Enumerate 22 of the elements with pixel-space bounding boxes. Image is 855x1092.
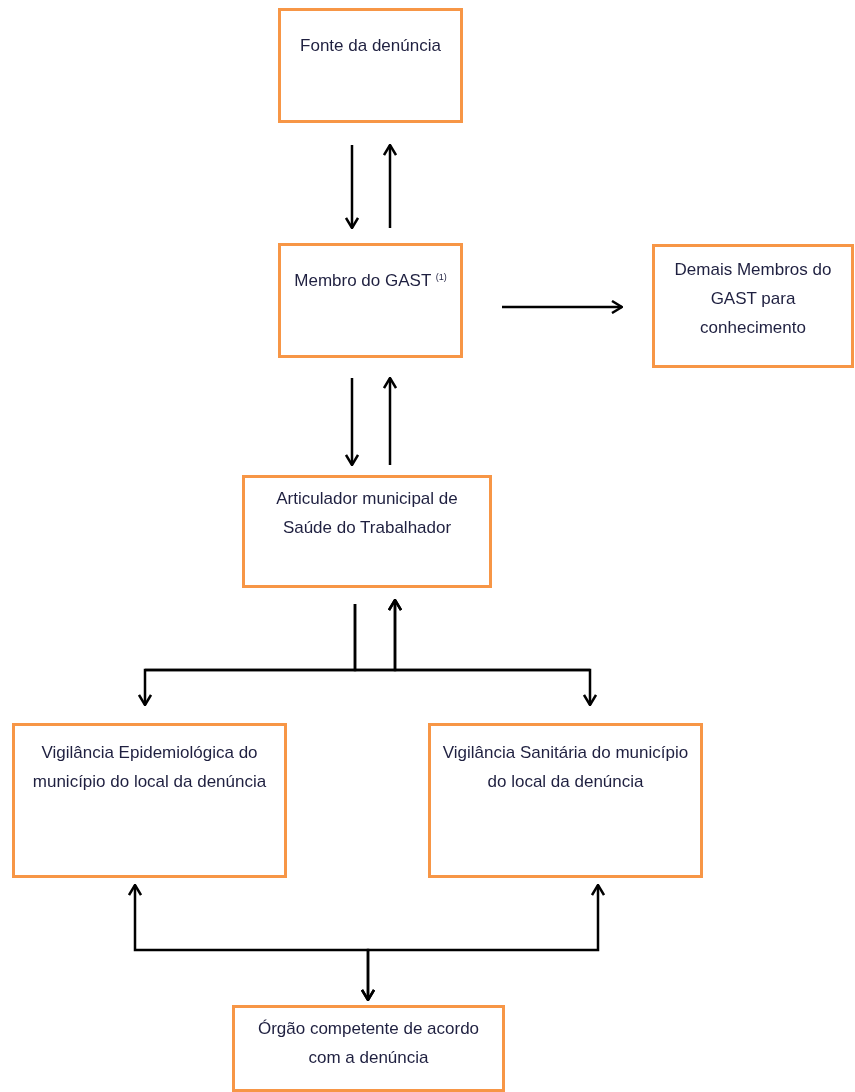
box-label: Órgão competente de acordo com a denúncia [256,1018,481,1069]
box-label: Articulador municipal de Saúde do Trabalhador [275,488,459,539]
process-box [278,243,463,358]
box-label: Vigilância Sanitária do município do local da denúncia [441,742,690,793]
arrow [344,145,360,230]
process-box [242,475,492,588]
arrow [502,299,624,315]
box-label: Membro do GAST $^{(1)}$ [293,270,448,292]
process-box [12,723,287,878]
arrow [344,378,360,467]
arrow [382,143,398,228]
process-box [652,244,854,368]
arrow [387,598,590,672]
arrow [353,604,598,707]
process-box [278,8,463,123]
box-label: Fonte da denúncia [299,35,442,57]
box-label: Demais Membros do GAST para conhecimento [673,259,833,339]
arrow [382,376,398,465]
process-box [428,723,703,878]
process-box [232,1005,505,1092]
box-label: Vigilância Epidemiológica do município do local da denúncia [31,742,268,793]
arrow [360,883,606,1002]
